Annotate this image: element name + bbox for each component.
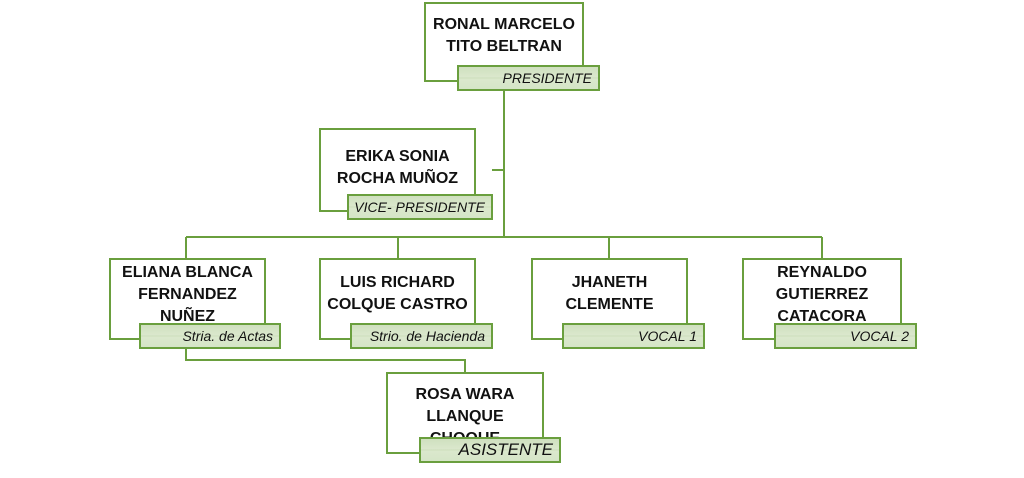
member-name: LUIS RICHARD COLQUE CASTRO <box>327 274 468 313</box>
role-label: ASISTENTE <box>419 437 561 463</box>
role-label: Strio. de Hacienda <box>350 323 493 349</box>
member-name: REYNALDO GUTIERREZ CATACORA <box>775 264 869 325</box>
role-label: PRESIDENTE <box>457 65 600 91</box>
member-name: RONAL MARCELO TITO BELTRAN <box>433 16 575 55</box>
member-name: ERIKA SONIA ROCHA MUÑOZ <box>336 148 459 187</box>
role-label: VOCAL 1 <box>562 323 705 349</box>
member-name: ELIANA BLANCA FERNANDEZ NUÑEZ <box>122 264 253 325</box>
role-label: Stria. de Actas <box>139 323 281 349</box>
node-vocal-2: REYNALDO GUTIERREZ CATACORA <box>742 258 902 340</box>
member-name: JHANETH CLEMENTE <box>565 274 654 313</box>
role-label: VICE- PRESIDENTE <box>347 194 493 220</box>
role-label: VOCAL 2 <box>774 323 917 349</box>
connector-asistente <box>185 349 466 373</box>
